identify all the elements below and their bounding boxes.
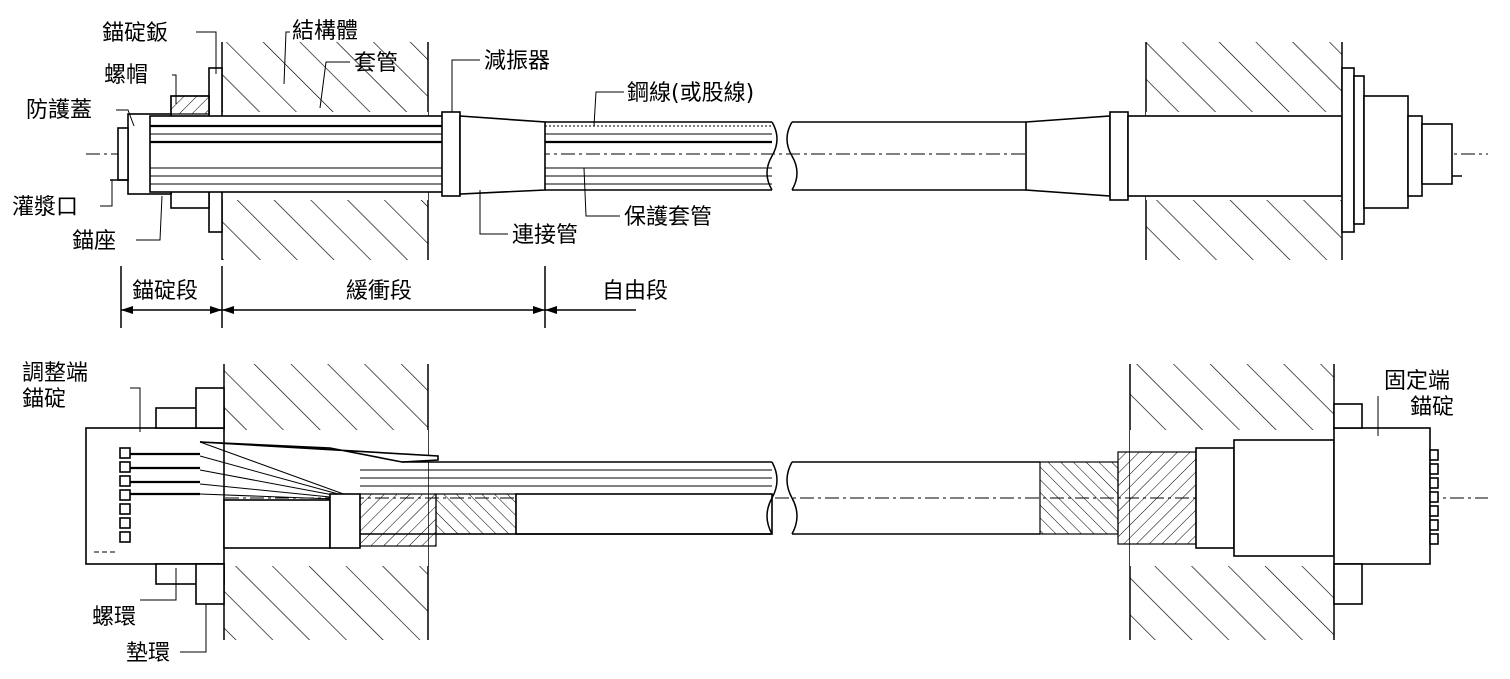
cable-free-section-right: [786, 121, 1026, 191]
anchor-block-left: [359, 493, 437, 547]
wedge-heads: [119, 447, 131, 543]
label-washer-ring: 墊環: [126, 641, 170, 666]
label-adjustable-end-2: 錨碇: [22, 387, 66, 412]
label-fixed-end-2: 錨碇: [1410, 395, 1454, 420]
label-nut: 螺帽: [104, 63, 148, 88]
section-dimension: [120, 266, 636, 328]
label-damper: 減振器: [484, 49, 550, 74]
connecting-pipe: [459, 115, 546, 195]
damper: [441, 111, 461, 197]
fixed-end-housing: [1333, 427, 1431, 565]
cable-free-section-left: [545, 121, 778, 191]
sleeve-pipe: [149, 115, 447, 193]
label-anchor-plate: 錨碇鈑: [102, 21, 168, 46]
washer-ring-part: [195, 563, 225, 605]
label-free-section: 自由段: [602, 279, 668, 304]
label-protective-cover: 防護蓋: [26, 98, 92, 123]
label-protective-sleeve: 保護套管: [624, 205, 712, 230]
label-anchor-seat: 錨座: [72, 229, 116, 254]
label-ring-nut: 螺環: [92, 605, 136, 630]
label-connecting-pipe: 連接管: [512, 223, 578, 248]
top-figure: 錨碇鈑 結構體 螺帽 套管 減振器 防護蓋 鋼線(或股線) 灌漿口 保護套管 錨…: [12, 19, 1488, 328]
label-structure: 結構體: [292, 19, 358, 44]
label-fixed-end-1: 固定端: [1384, 369, 1450, 394]
label-buffer-section: 緩衝段: [346, 279, 412, 304]
wedge-heads-right: [1429, 449, 1439, 545]
label-sleeve: 套管: [354, 51, 398, 76]
label-grout-port: 灌漿口: [12, 195, 78, 220]
label-adjustable-end-1: 調整端: [22, 361, 88, 386]
label-steel-wire: 鋼線(或股線): [627, 81, 754, 106]
label-anchorage-section: 錨碇段: [132, 279, 198, 304]
adjustable-end-housing: [85, 427, 225, 565]
anchor-block-right: [1039, 461, 1119, 535]
leader-lines-top: [100, 31, 624, 241]
bottom-figure: 調整端 錨碇 固定端 錨碇 螺環 墊環: [22, 361, 1488, 666]
